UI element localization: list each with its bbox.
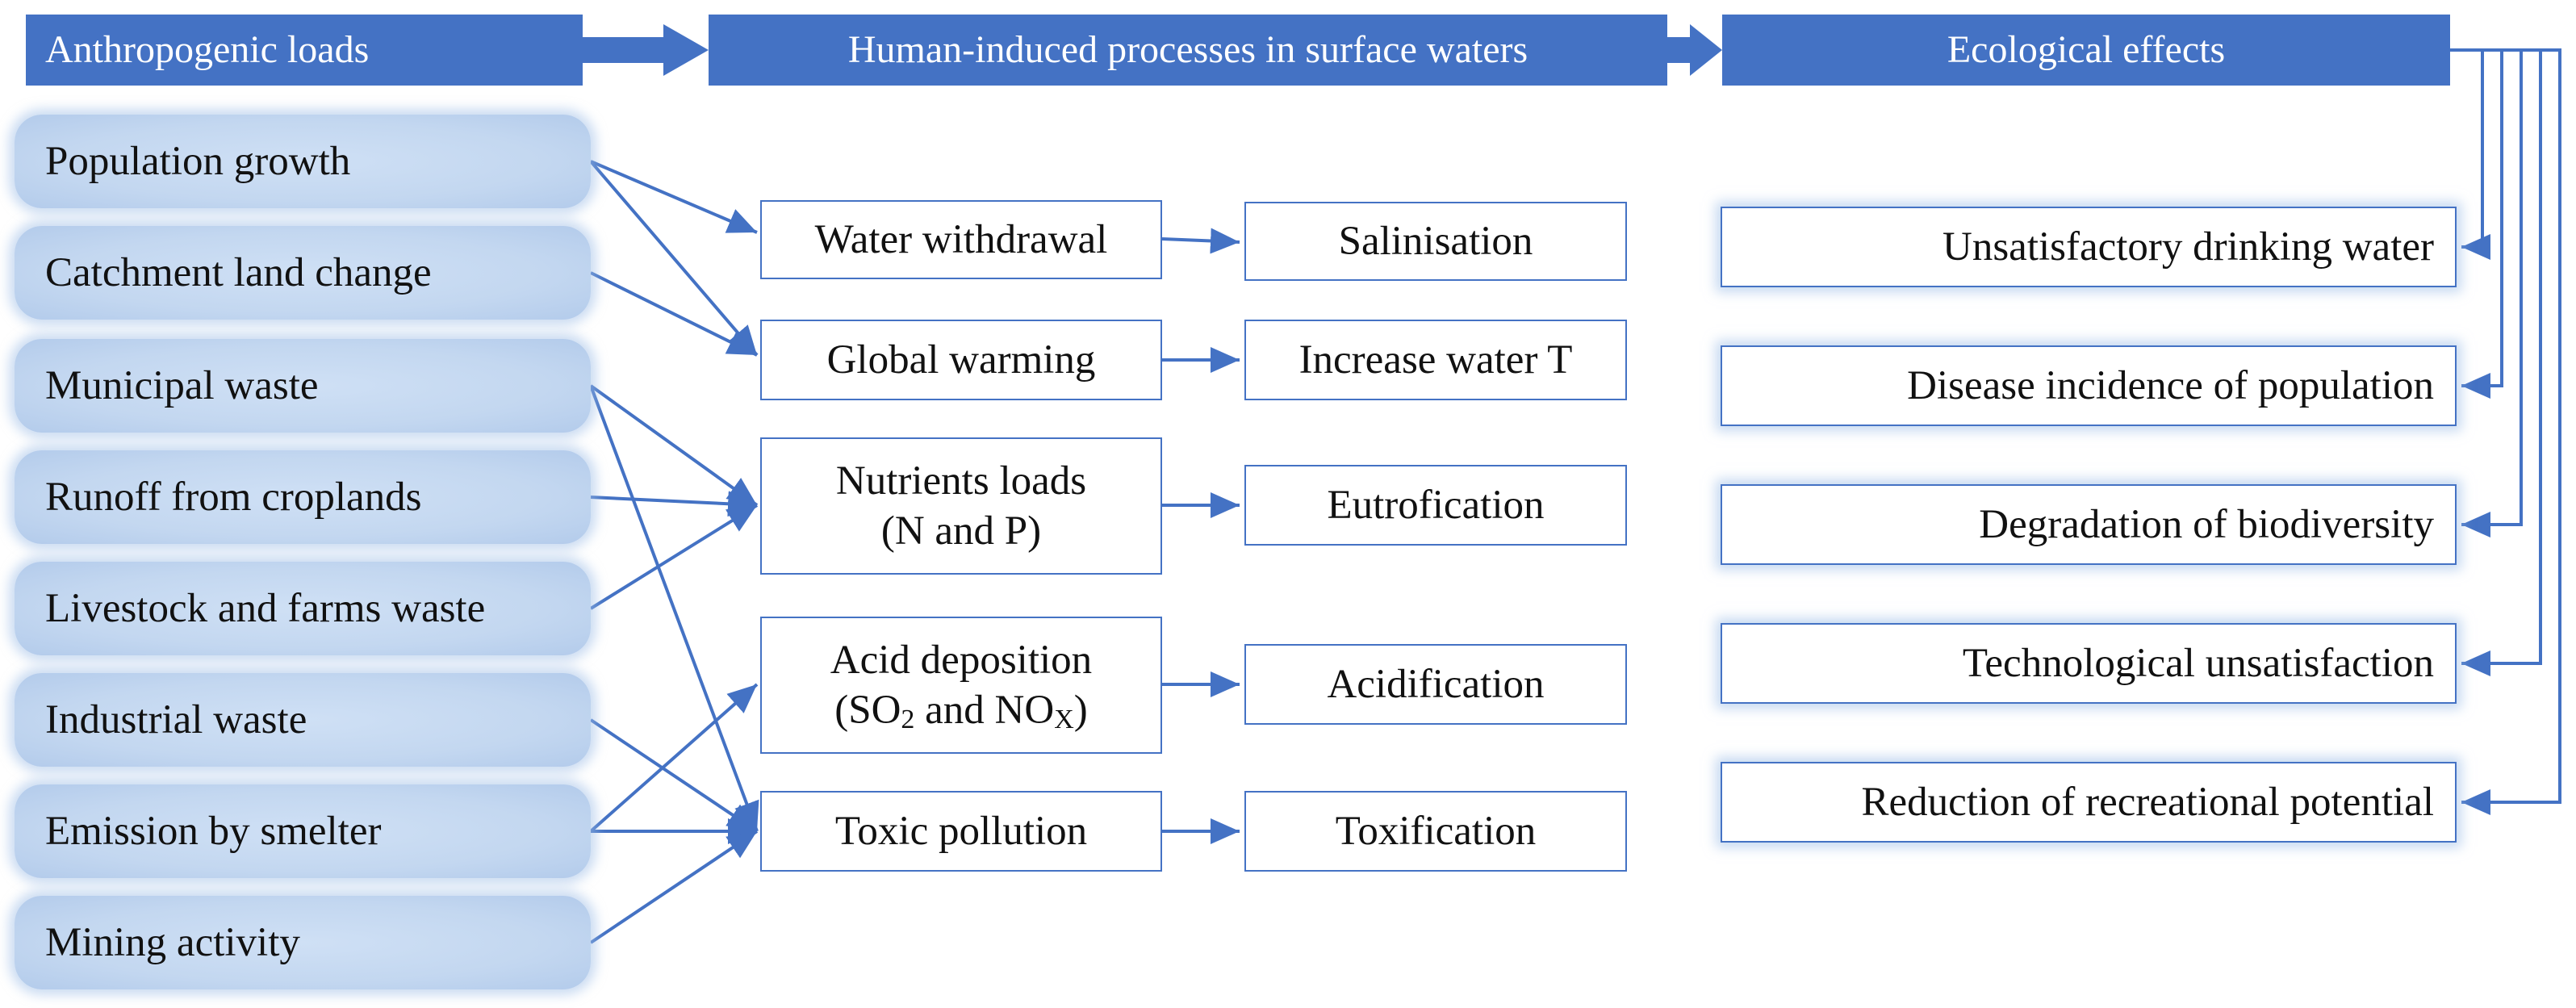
arrow-runoff-to-nutrients: [590, 491, 758, 517]
wire-effect-technological: [2450, 48, 2542, 676]
header-arrow-2: [1667, 24, 1722, 76]
load-population-growth: Population growth: [15, 115, 591, 208]
arrow-smelter-to-acid: [589, 683, 759, 833]
arrow-population-to-withdrawal: [590, 160, 758, 234]
arrow-industrial-to-toxic: [589, 718, 759, 833]
process-toxic-pollution: Toxic pollution: [760, 791, 1162, 872]
load-municipal-waste: Municipal waste: [15, 339, 591, 433]
wire-effect-biodiversity: [2450, 48, 2523, 537]
header-human-induced-processes: Human-induced processes in surface water…: [709, 15, 1667, 86]
arrow-mining-to-toxic: [589, 830, 759, 944]
load-mining-activity: Mining activity: [15, 896, 591, 989]
arrow-catchment-to-warming: [590, 271, 758, 357]
process-toxic-pollution-label: Toxic pollution: [834, 809, 1088, 854]
process-global-warming: Global warming: [760, 320, 1162, 400]
process-nutrients-loads: Nutrients loads (N and P): [760, 437, 1162, 575]
result-increase-water-t-label: Increase water T: [1298, 337, 1573, 383]
process-acid-line2: (SO2 and NOX): [830, 685, 1092, 735]
process-acid-deposition: Acid deposition (SO2 and NOX): [760, 617, 1162, 754]
arrow-municipal-to-nutrients: [589, 384, 759, 507]
effect-degradation-of-biodiversity: Degradation of biodiversity: [1721, 484, 2457, 565]
result-acidification: Acidification: [1244, 644, 1627, 725]
acid-so-subscript: 2: [901, 705, 915, 734]
acid-close-text: ): [1073, 688, 1088, 733]
header-anthropogenic-loads: Anthropogenic loads: [26, 15, 583, 86]
result-toxification-label: Toxification: [1335, 809, 1537, 854]
header-ecological-effects: Ecological effects: [1722, 15, 2450, 86]
load-industrial-waste: Industrial waste: [15, 673, 591, 767]
process-water-withdrawal: Water withdrawal: [760, 200, 1162, 279]
result-eutrofication: Eutrofication: [1244, 465, 1627, 546]
wire-effect-recreational: [2450, 48, 2561, 815]
load-livestock-and-farms-waste: Livestock and farms waste: [15, 562, 591, 655]
process-water-withdrawal-label: Water withdrawal: [814, 217, 1108, 262]
load-emission-by-smelter: Emission by smelter: [15, 784, 591, 878]
wire-effect-disease: [2450, 48, 2503, 399]
load-catchment-land-change: Catchment land change: [15, 226, 591, 320]
effect-disease-incidence: Disease incidence of population: [1721, 345, 2457, 426]
process-global-warming-label: Global warming: [826, 337, 1096, 383]
arrow-withdrawal-to-salinisation: [1161, 228, 1240, 254]
process-nutrients-line2: (N and P): [880, 508, 1042, 554]
arrow-population-to-warming: [589, 160, 759, 357]
process-nutrients-line1: Nutrients loads: [835, 458, 1087, 504]
header-arrow-1: [583, 24, 709, 76]
result-salinisation: Salinisation: [1244, 202, 1627, 281]
load-runoff-from-croplands: Runoff from croplands: [15, 450, 591, 544]
acid-and-text: and NO: [914, 688, 1055, 733]
result-increase-water-t: Increase water T: [1244, 320, 1627, 400]
result-acidification-label: Acidification: [1327, 662, 1545, 707]
arrow-municipal-to-toxic: [589, 385, 759, 832]
result-eutrofication-label: Eutrofication: [1327, 483, 1545, 528]
arrow-livestock-to-nutrients: [589, 504, 759, 610]
result-salinisation-label: Salinisation: [1338, 219, 1533, 264]
effect-reduction-of-recreational-potential: Reduction of recreational potential: [1721, 762, 2457, 843]
effect-technological-unsatisfaction: Technological unsatisfaction: [1721, 623, 2457, 704]
effect-unsatisfactory-drinking-water: Unsatisfactory drinking water: [1721, 207, 2457, 287]
acid-no-subscript: X: [1054, 705, 1074, 734]
acid-so-text: (SO: [834, 688, 901, 733]
result-toxification: Toxification: [1244, 791, 1627, 872]
process-acid-line1: Acid deposition: [830, 638, 1093, 683]
